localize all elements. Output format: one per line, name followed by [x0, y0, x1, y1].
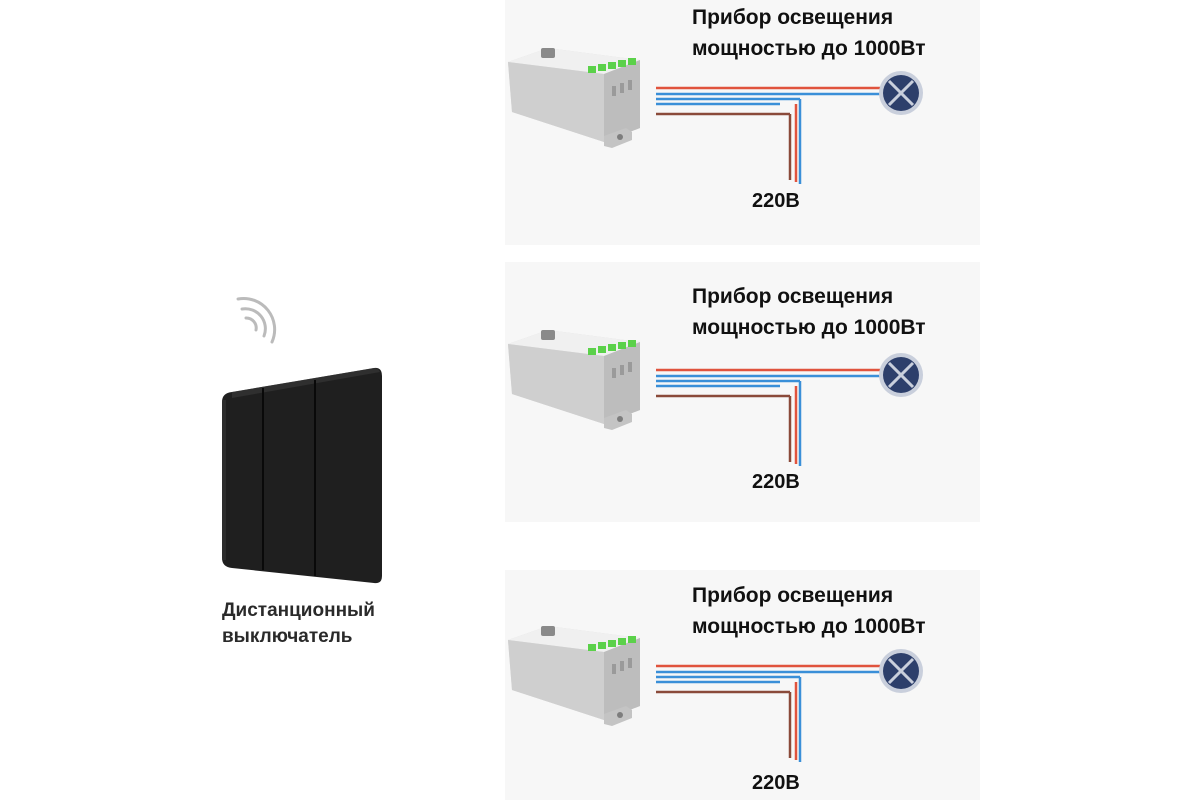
device-title-1: Прибор освещения мощностью до 1000Вт — [692, 2, 926, 64]
voltage-label-2: 220В — [752, 471, 800, 493]
device-title-line2: мощностью до 1000Вт — [692, 37, 926, 60]
voltage-label-1: 220В — [752, 190, 800, 212]
reset-button[interactable] — [541, 48, 555, 58]
supply-wires — [788, 99, 802, 184]
relay-module[interactable] — [508, 48, 640, 148]
voltage-label-3: 220В — [752, 772, 800, 794]
terminal-indicators — [588, 58, 636, 73]
channel-3 — [506, 624, 925, 764]
device-title-2: Прибор освещения мощностью до 1000Вт — [692, 281, 926, 343]
channel-1 — [508, 48, 923, 184]
device-title-line2: мощностью до 1000Вт — [692, 316, 926, 339]
output-wires — [656, 86, 885, 116]
switch-label-line2: выключатель — [222, 626, 353, 647]
switch-label-line1: Дистанционный — [222, 600, 375, 621]
device-title-line2: мощностью до 1000Вт — [692, 615, 926, 638]
remote-switch[interactable] — [222, 367, 382, 584]
switch-label: Дистанционный выключатель — [222, 598, 375, 650]
device-title-line1: Прибор освещения — [692, 6, 894, 29]
device-title-line1: Прибор освещения — [692, 285, 894, 308]
device-title-line1: Прибор освещения — [692, 584, 894, 607]
device-title-3: Прибор освещения мощностью до 1000Вт — [692, 580, 926, 642]
wireless-signal-icon — [236, 297, 277, 344]
lamp-icon — [879, 71, 923, 115]
channel-2 — [506, 328, 925, 468]
